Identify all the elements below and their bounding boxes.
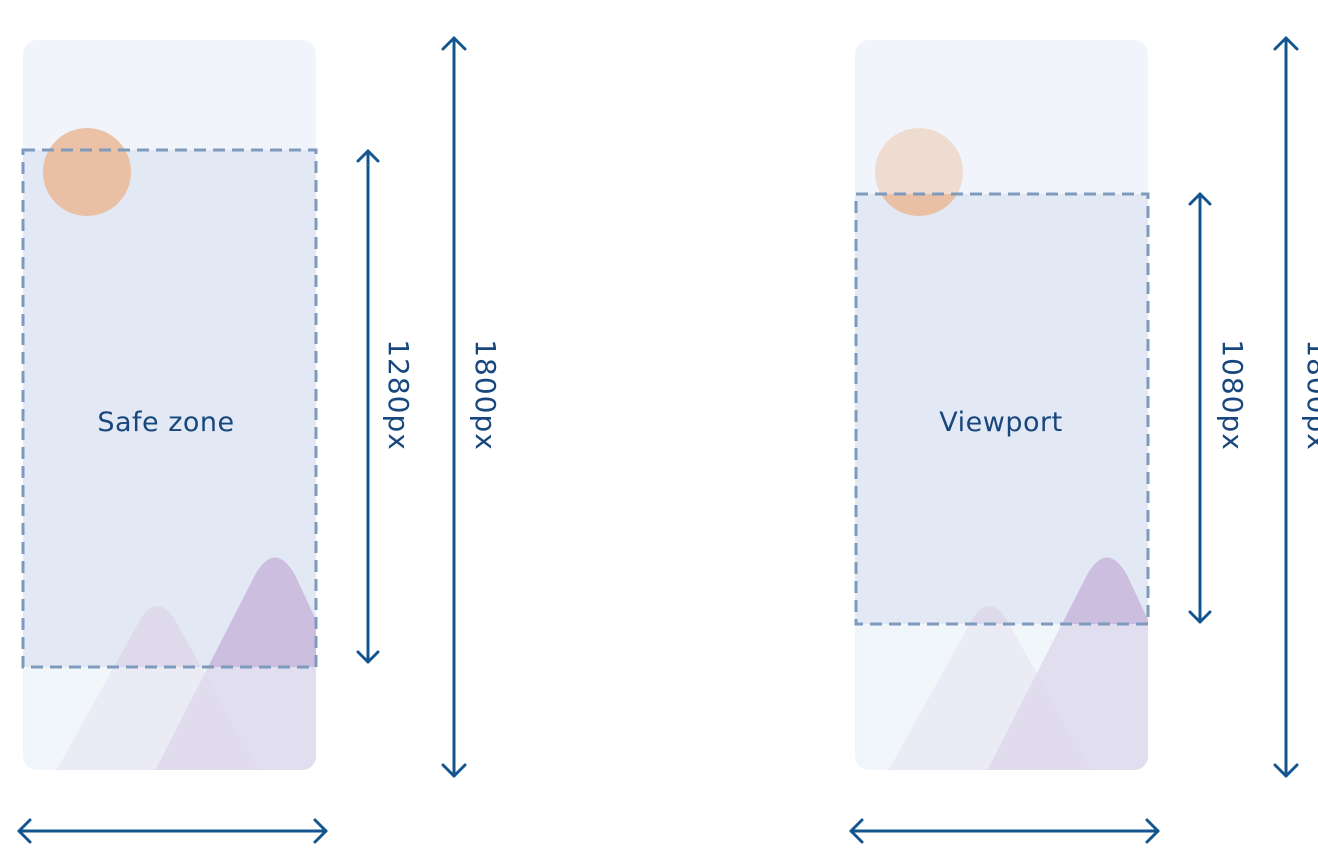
illustration <box>855 40 1148 770</box>
viewport-label: Viewport <box>939 407 1062 438</box>
width-arrow <box>17 818 328 844</box>
above-viewport-veil <box>855 40 1148 194</box>
width-arrow <box>849 818 1160 844</box>
full-height-arrow <box>441 36 467 778</box>
safe-zone-label: Safe zone <box>97 407 234 438</box>
viewport-height-label: 1080px <box>1216 339 1249 451</box>
safe-zone-height-arrow <box>356 149 380 664</box>
viewport-diagram: Viewport 1080px 1800px <box>849 36 1318 844</box>
safe-zone-height-label: 1280px <box>382 339 415 451</box>
below-viewport-veil <box>855 624 1148 770</box>
full-height-label: 1800px <box>469 339 502 451</box>
illustration <box>23 128 316 770</box>
sun-shape <box>43 128 131 216</box>
viewport-fill <box>855 194 1148 624</box>
full-height-label: 1800px <box>1301 339 1318 451</box>
below-zone-veil <box>23 667 316 770</box>
viewport-height-arrow <box>1188 192 1212 624</box>
safe-zone-dashed-border <box>21 148 318 669</box>
safe-zone-diagram: Safe zone 1280px 1800px <box>17 36 502 844</box>
full-height-arrow <box>1273 36 1299 778</box>
